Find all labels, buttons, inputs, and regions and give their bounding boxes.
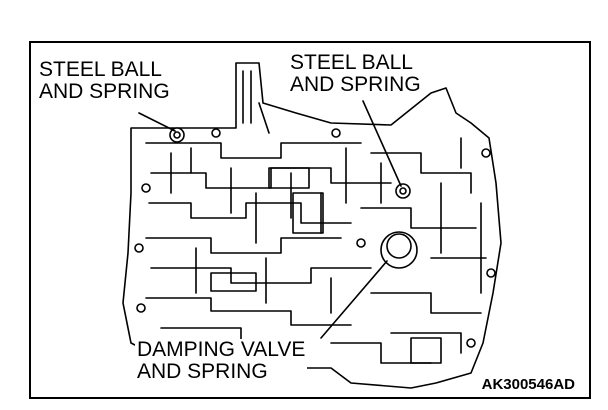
bolt-hole <box>141 183 151 193</box>
label-line: STEEL BALL <box>39 58 162 81</box>
label-steel-ball-left: STEEL BALL AND SPRING <box>37 59 172 103</box>
label-line: DAMPING VALVE <box>137 338 306 361</box>
label-line: AND SPRING <box>290 73 421 96</box>
valve-body-tower <box>242 70 270 134</box>
oil-channel <box>145 237 342 254</box>
oil-channel <box>370 292 482 314</box>
valve-bore <box>410 337 442 364</box>
steel-ball-left <box>169 127 185 143</box>
steel-ball-right <box>395 183 411 199</box>
bolt-hole <box>211 128 221 138</box>
valve-body-figure: STEEL BALL AND SPRING STEEL BALL AND SPR… <box>29 41 591 399</box>
label-damping-valve: DAMPING VALVE AND SPRING <box>135 338 308 383</box>
figure-code: AK300546AD <box>479 376 577 393</box>
oil-channel <box>195 247 332 314</box>
oil-channel <box>170 147 257 244</box>
bolt-hole <box>356 238 366 248</box>
label-steel-ball-right: STEEL BALL AND SPRING <box>288 52 423 96</box>
leader-line-damping <box>320 260 388 339</box>
valve-bore <box>292 192 324 234</box>
label-line: AND SPRING <box>39 80 170 103</box>
bolt-hole <box>134 243 144 253</box>
oil-channel <box>150 167 392 189</box>
oil-channel <box>290 147 382 234</box>
leader-line-right <box>362 100 402 187</box>
bolt-hole <box>481 148 491 158</box>
bolt-hole <box>136 303 146 313</box>
damping-valve <box>380 231 418 269</box>
oil-channel <box>145 297 352 326</box>
oil-channel <box>370 152 472 194</box>
oil-channel <box>145 142 362 159</box>
oil-channel <box>440 137 482 294</box>
label-line: STEEL BALL <box>290 51 413 74</box>
bolt-hole <box>331 128 341 138</box>
oil-channel <box>330 342 432 364</box>
leader-line-left <box>138 112 176 132</box>
valve-bore <box>268 167 310 189</box>
bolt-hole <box>486 268 496 278</box>
oil-channel <box>390 332 462 354</box>
oil-channel <box>148 202 352 224</box>
valve-bore <box>210 272 257 292</box>
oil-channel <box>150 267 372 284</box>
bolt-hole <box>466 338 476 348</box>
label-line: AND SPRING <box>137 360 268 383</box>
oil-channel <box>360 207 477 229</box>
